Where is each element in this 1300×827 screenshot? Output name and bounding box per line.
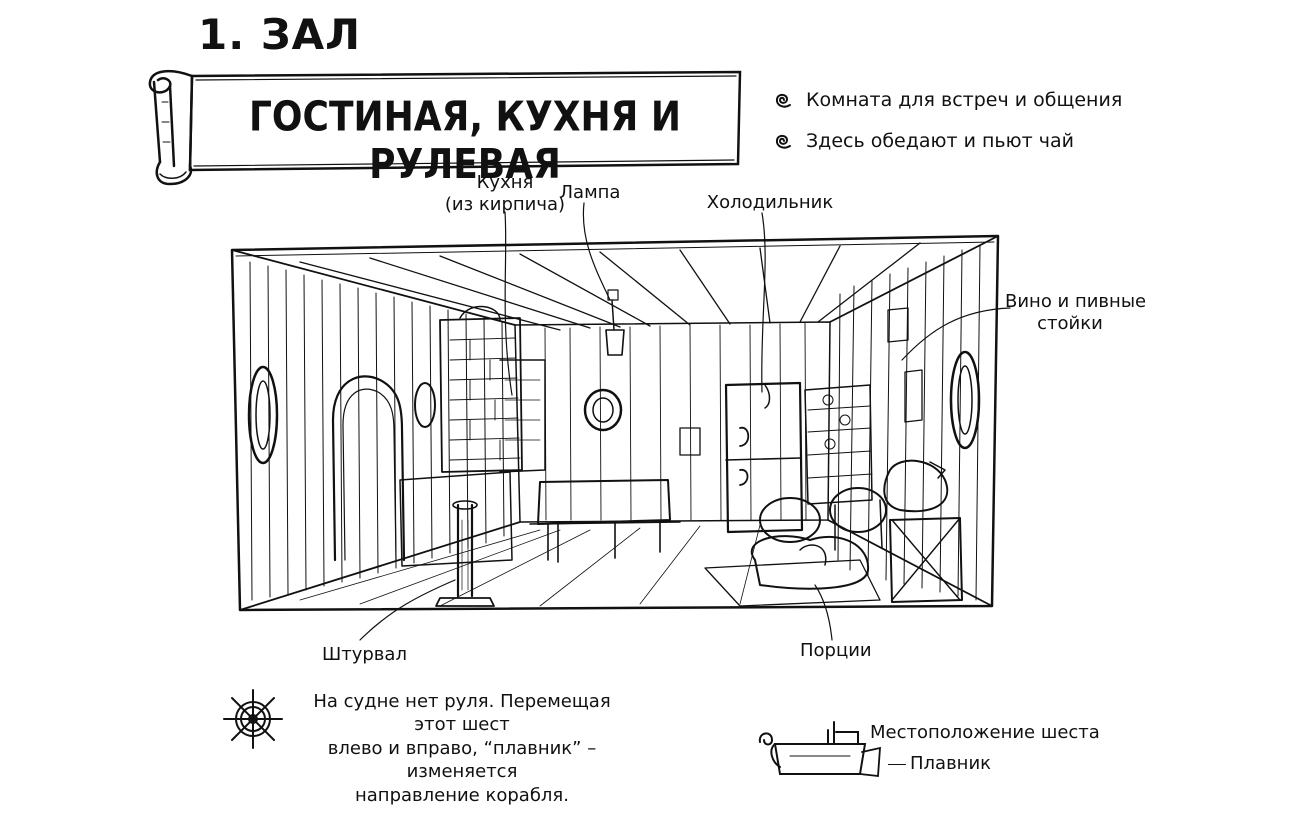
bullet-dining: Здесь обедают и пьют чай xyxy=(770,129,1074,153)
bullet-text: Комната для встреч и общения xyxy=(806,89,1123,111)
wine-label: Вино и пивные стойки xyxy=(1005,291,1147,334)
section-number: 1. xyxy=(198,10,246,59)
bullet-meeting-room: Комната для встреч и общения xyxy=(770,88,1122,112)
ships-wheel-icon xyxy=(223,689,283,749)
boat-diagram xyxy=(758,721,881,777)
bullet-text: Здесь обедают и пьют чай xyxy=(806,130,1074,152)
kitchen-label: Кухня (из кирпича) xyxy=(440,172,570,215)
steering-note-line1: На судне нет руля. Перемещая этот шест xyxy=(313,691,611,736)
scroll-banner xyxy=(148,69,742,186)
section-name: ЗАЛ xyxy=(260,10,362,59)
steering-note-line2: влево и вправо, “плавник” – изменяется xyxy=(327,737,597,783)
steering-note: На судне нет руля. Перемещая этот шест в… xyxy=(292,690,632,807)
fridge-leader-line xyxy=(761,212,766,393)
wine-label-line1: Вино и пивные xyxy=(1005,291,1147,312)
fin-label-text: Плавник xyxy=(910,753,992,774)
wine-label-line2: стойки xyxy=(1037,312,1103,334)
kitchen-leader-line xyxy=(504,211,513,396)
banner-title: ГОСТИНАЯ, КУХНЯ И РУЛЕВАЯ xyxy=(248,93,682,189)
fridge-label: Холодильник xyxy=(706,192,834,213)
spiral-bullet-icon xyxy=(775,134,791,149)
lamp-label: Лампа xyxy=(559,182,621,203)
lamp-leader-line xyxy=(582,202,611,301)
helm-leader-line xyxy=(359,579,456,641)
wine-leader-line xyxy=(901,307,1011,361)
portions-label: Порции xyxy=(800,640,872,661)
section-heading: 1. ЗАЛ xyxy=(198,10,361,59)
helm-label: Штурвал xyxy=(322,644,407,665)
kitchen-label-line2: (из кирпича) xyxy=(444,193,566,215)
pole-position-label: Местоположение шеста xyxy=(870,722,1100,743)
spiral-bullet-icon xyxy=(775,93,791,108)
kitchen-label-line1: Кухня xyxy=(476,172,534,193)
portions-leader-line xyxy=(814,584,833,641)
fin-leader-dash xyxy=(888,763,906,765)
fin-label: Плавник xyxy=(888,753,991,774)
steering-note-line3: направление корабля. xyxy=(355,784,569,806)
